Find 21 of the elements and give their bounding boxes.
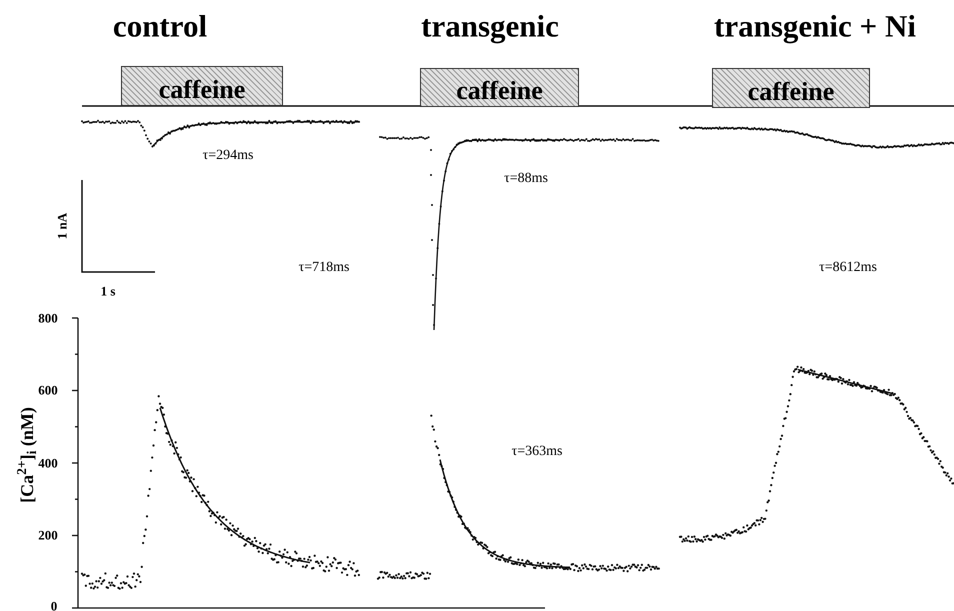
scale-label: 1 s — [100, 284, 116, 298]
tick-label: 200 — [38, 528, 58, 542]
bar-label: caffeine — [456, 78, 543, 104]
scale-label: 1 nA — [56, 212, 68, 240]
tick-label: 0 — [50, 600, 58, 611]
time-constant-label: τ=363ms — [512, 445, 562, 459]
bar-label: caffeine — [748, 79, 834, 105]
caffeine-bar — [712, 68, 870, 108]
tick-label: 800 — [38, 312, 58, 324]
time-constant-label: τ=88ms — [504, 172, 548, 186]
time-constant-label: τ=294ms — [202, 149, 254, 163]
time-constant-label: τ=718ms — [298, 261, 350, 275]
time-constant-label: τ=8612ms — [819, 261, 877, 275]
bar-label: caffeine — [158, 77, 246, 103]
panel-title: control — [112, 10, 208, 42]
caffeine-bar — [121, 66, 283, 106]
tick-label: 600 — [38, 384, 58, 396]
tick-label: 400 — [38, 456, 58, 470]
caffeine-bar — [420, 68, 579, 107]
panel-title: transgenic + Ni — [714, 10, 916, 42]
panel-title: transgenic — [421, 10, 559, 42]
